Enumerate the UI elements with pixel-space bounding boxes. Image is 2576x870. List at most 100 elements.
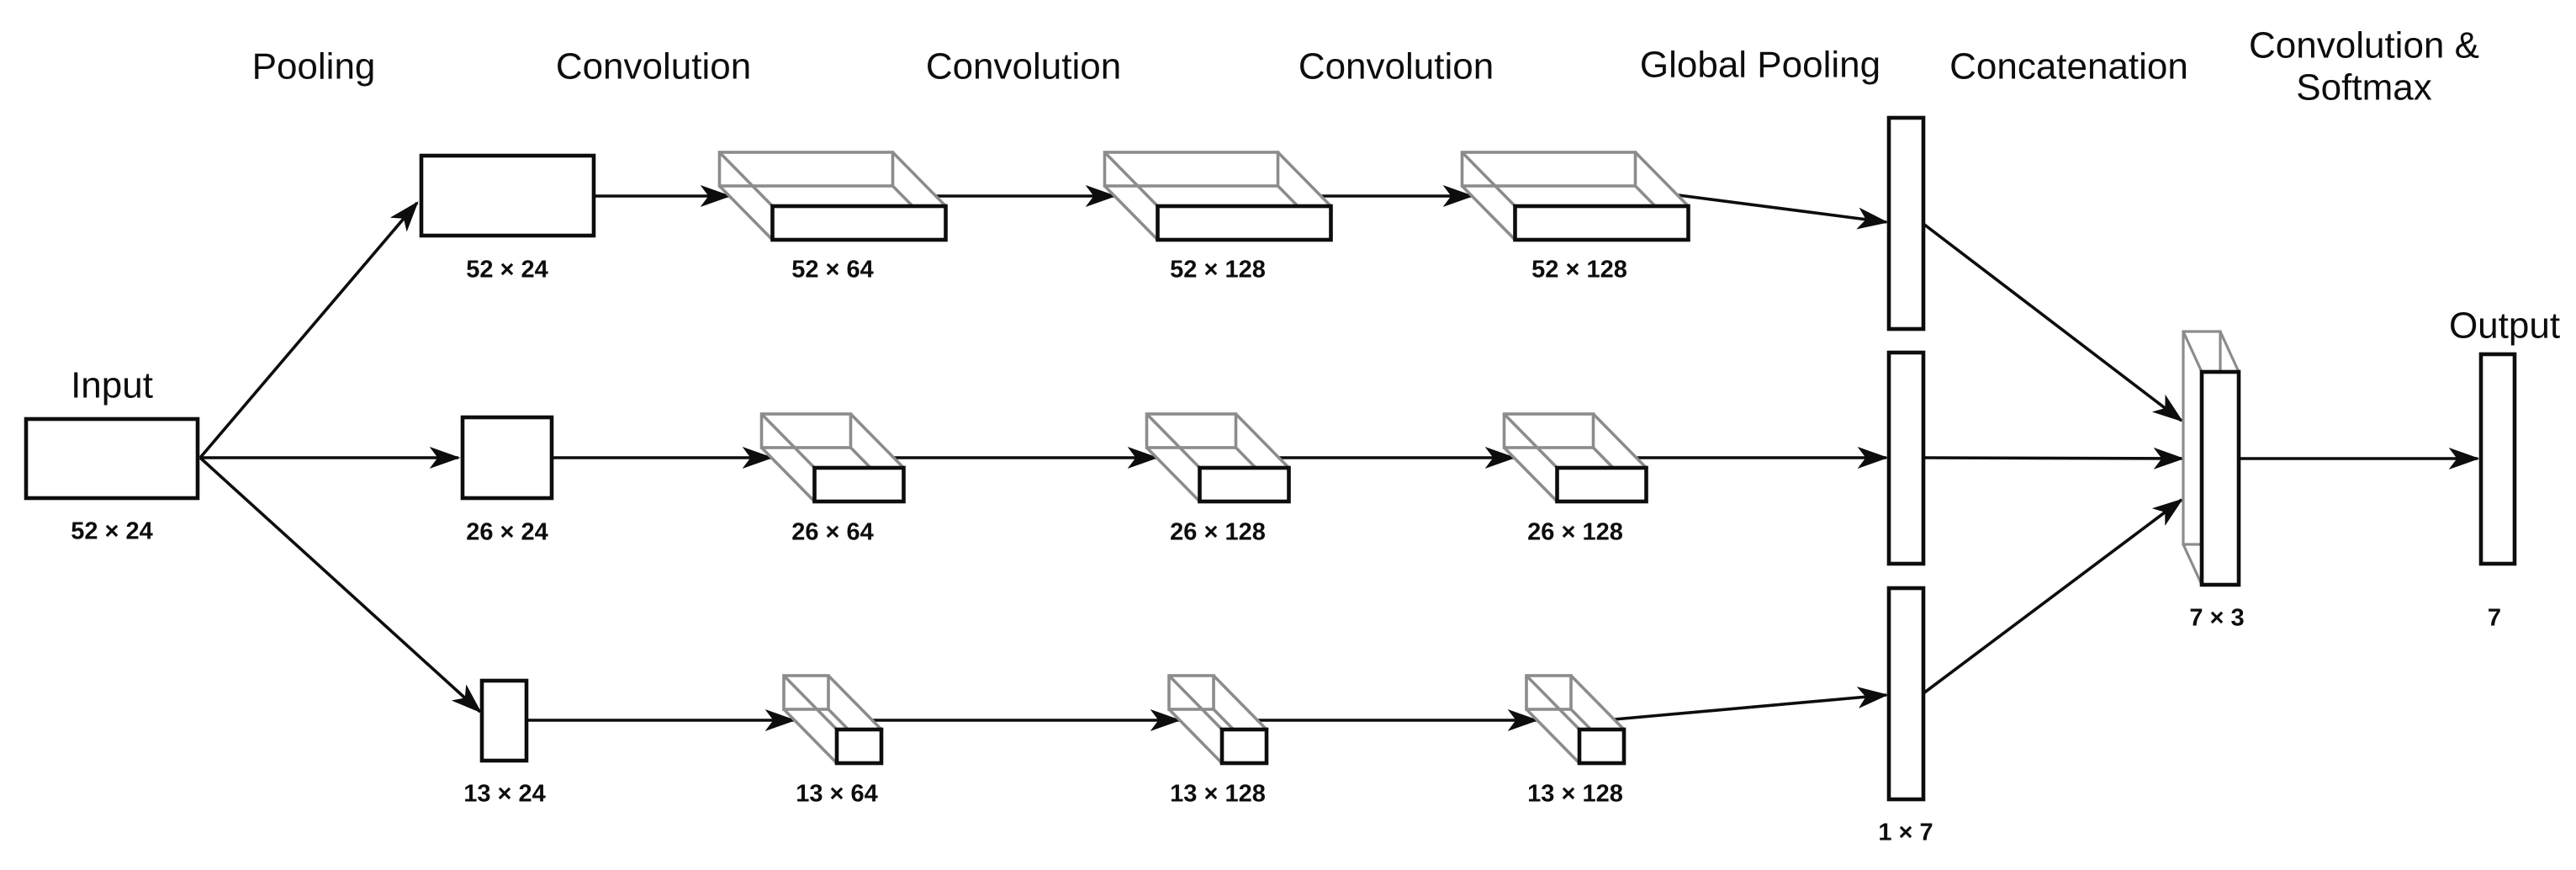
- conv-box-row2-col3-depth-edge: [1503, 446, 1558, 503]
- hdr-conv-softmax-2: Softmax: [2296, 67, 2431, 109]
- conv-box-row1-col3-back-face: [1460, 151, 1637, 188]
- conv-box-row2-col3: [1502, 412, 1648, 504]
- conv-box-row3-col1: [782, 674, 884, 766]
- conv-box-row3-col3-depth-edge: [1525, 708, 1581, 765]
- conv-box-row3-col1-depth-edge: [782, 708, 838, 765]
- conv-box-row1-col3-depth-edge: [1634, 151, 1690, 208]
- conv-box-row2-col1-depth-edge: [849, 412, 905, 469]
- hdr-conv-softmax-1: Convolution &: [2249, 25, 2479, 66]
- pooling-box-bottom: [479, 678, 529, 763]
- conv-box-row1-col1-front-face: [770, 204, 948, 242]
- pooling-box-middle-dim-label: 26 × 24: [466, 519, 548, 546]
- conv-box-row2-col3-back-face: [1502, 412, 1595, 449]
- conv-box-row3-col2-dim-label: 13 × 128: [1170, 781, 1266, 808]
- global-pooling-bar-bottom: [1886, 586, 1926, 802]
- concatenation-box-dim-label: 7 × 3: [2189, 605, 2244, 632]
- concatenation-box-front-face: [2199, 369, 2241, 587]
- conv-box-row3-col3-dim-label: 13 × 128: [1527, 781, 1623, 808]
- output-bar: [2478, 352, 2517, 566]
- output-bar-shape: [2478, 352, 2517, 566]
- pooling-box-bottom-dim-label: 13 × 24: [463, 781, 546, 808]
- input-box: [24, 416, 200, 501]
- edge-gp-top-to-concat: [1922, 222, 2182, 421]
- conv-box-row3-col3-depth-edge: [1525, 674, 1581, 731]
- conv-box-row3-col2-depth-edge: [1167, 708, 1224, 765]
- concatenation-box: [2182, 330, 2241, 587]
- edge-input-to-pool-bottom: [198, 456, 480, 712]
- conv-box-row1-col1-dim-label: 52 × 64: [791, 257, 874, 284]
- global-pooling-bar-top: [1886, 115, 1926, 332]
- input-box-dim-label: 52 × 24: [71, 518, 153, 545]
- conv-box-row2-col1-depth-edge: [760, 412, 816, 469]
- hdr-convolution-1: Convolution: [556, 46, 751, 88]
- conv-box-row3-col2-front-face: [1219, 727, 1269, 766]
- pooling-box-top-shape: [419, 153, 596, 238]
- conv-box-row3-col3-front-face: [1577, 727, 1627, 766]
- conv-box-row1-col3-dim-label: 52 × 128: [1531, 257, 1627, 284]
- conv-box-row3-col1-front-face: [834, 727, 884, 766]
- conv-box-row2-col2-front-face: [1198, 465, 1291, 504]
- edge-gp-bot-to-concat: [1922, 500, 2182, 695]
- concatenation-box-depth-edge: [2182, 331, 2203, 373]
- conv-box-row1-col3-depth-edge: [1461, 184, 1516, 241]
- conv-box-row2-col1-depth-edge: [760, 446, 816, 503]
- edge-gp-mid-to-concat: [1923, 458, 2182, 459]
- conv-box-row2-col2-back-face: [1145, 412, 1238, 449]
- conv-box-row2-col2-depth-edge: [1145, 446, 1201, 503]
- conv-box-row3-col2-depth-edge: [1167, 674, 1224, 731]
- edge-conv3-to-gp-top: [1678, 194, 1886, 222]
- conv-box-row3-col2: [1167, 674, 1269, 766]
- edges-layer: [198, 194, 2478, 721]
- hdr-convolution-2: Convolution: [926, 46, 1121, 88]
- conv-box-row3-col3-depth-edge: [1569, 674, 1626, 731]
- conv-box-row2-col3-depth-edge: [1592, 412, 1648, 469]
- conv-box-row1-col3-depth-edge: [1461, 151, 1516, 208]
- concatenation-box-depth-edge: [2219, 331, 2240, 373]
- pooling-box-bottom-shape: [479, 678, 529, 763]
- conv-box-row1-col2-depth-edge: [1277, 151, 1332, 208]
- nodes-layer: [24, 115, 2517, 802]
- output-bar-dim-label: 7: [2488, 605, 2501, 632]
- conv-box-row3-col1-back-face: [782, 674, 830, 711]
- conv-box-row1-col1-depth-edge: [718, 151, 774, 208]
- conv-box-row3-col1-dim-label: 13 × 64: [796, 781, 878, 808]
- conv-box-row1-col1-depth-edge: [718, 184, 774, 241]
- conv-box-row2-col2-depth-edge: [1145, 412, 1201, 469]
- conv-box-row2-col2-depth-edge: [1235, 412, 1290, 469]
- conv-box-row2-col3-dim-label: 26 × 128: [1527, 519, 1623, 546]
- conv-box-row1-col2-depth-edge: [1103, 184, 1159, 241]
- hdr-convolution-3: Convolution: [1299, 46, 1494, 88]
- hdr-global-pooling: Global Pooling: [1640, 45, 1880, 86]
- conv-box-row2-col1-dim-label: 26 × 64: [791, 519, 874, 546]
- conv-box-row2-col2: [1145, 412, 1291, 504]
- conv-box-row3-col2-depth-edge: [1212, 674, 1268, 731]
- conv-box-row2-col1-back-face: [759, 412, 853, 449]
- pooling-box-top: [419, 153, 596, 238]
- conv-box-row1-col3: [1460, 151, 1690, 242]
- labels-layer: Pooling Convolution Convolution Convolution…: [71, 25, 2560, 846]
- global-pooling-bar-middle-shape: [1886, 350, 1926, 566]
- hdr-pooling: Pooling: [252, 46, 376, 88]
- conv-box-row1-col2-back-face: [1103, 151, 1280, 188]
- global-pooling-bar-bottom-shape: [1886, 586, 1926, 802]
- global-pooling-bar-bottom-dim-label: 1 × 7: [1878, 820, 1933, 846]
- conv-box-row3-col1-depth-edge: [827, 674, 883, 731]
- conv-box-row2-col1: [759, 412, 906, 504]
- input-box-shape: [24, 416, 200, 501]
- hdr-concatenation: Concatenation: [1949, 46, 2188, 88]
- edge-conv3-to-gp-bot: [1613, 695, 1886, 721]
- pooling-box-top-dim-label: 52 × 24: [466, 257, 548, 284]
- conv-box-row2-col2-dim-label: 26 × 128: [1170, 519, 1266, 546]
- conv-box-row3-col1-depth-edge: [782, 674, 838, 731]
- conv-box-row1-col2-depth-edge: [1103, 151, 1159, 208]
- input-box-title: Input: [71, 365, 153, 406]
- conv-box-row1-col2: [1103, 151, 1333, 242]
- conv-box-row1-col3-front-face: [1513, 204, 1690, 242]
- pooling-box-middle-shape: [460, 415, 554, 501]
- conv-box-row1-col1-depth-edge: [891, 151, 947, 208]
- global-pooling-bar-middle: [1886, 350, 1926, 566]
- pooling-box-middle: [460, 415, 554, 501]
- conv-box-row2-col3-front-face: [1555, 465, 1648, 504]
